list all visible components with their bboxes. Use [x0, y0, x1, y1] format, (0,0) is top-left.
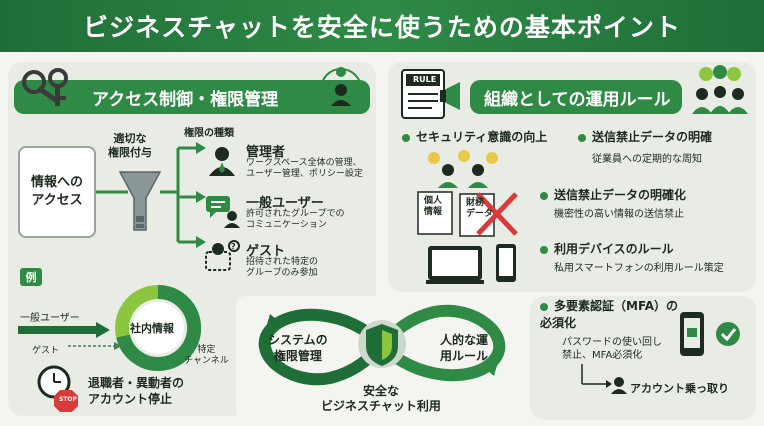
example-tag-label: 例	[25, 271, 37, 284]
cycle-bottom-label: 安全な ビジネスチャット利用	[321, 384, 441, 413]
keys-icon	[22, 68, 68, 106]
item2-title-text: 送信禁止データの明確	[592, 130, 713, 144]
operation-rules-header: 組織としての運用ルール	[470, 80, 682, 114]
role-guest-name: ゲスト	[246, 244, 286, 259]
funnel-key-graphic	[96, 142, 206, 248]
mfa-panel	[530, 296, 756, 420]
rule-badge: RULE	[413, 75, 437, 84]
item3-sub: 機密性の高い情報の送信禁止	[554, 209, 684, 220]
role-admin-name: 管理者	[246, 145, 286, 160]
role-user-name: 一般ユーザー	[246, 196, 324, 211]
hacker-icon	[611, 377, 627, 394]
forbidden-docs-icon	[417, 191, 518, 237]
general-user-arrow	[18, 322, 110, 338]
item2-title: 送信禁止データの明確	[578, 128, 712, 145]
item5-sub: パスワードの使い回し 禁止、MFA必須化	[562, 337, 662, 361]
mfa-phone-icon	[680, 312, 740, 356]
user-network-icon	[318, 67, 364, 110]
guest-label: ゲスト	[32, 346, 60, 356]
devices-icon	[426, 244, 516, 284]
item5-title-text: 多要素認証（MFA）の 必須化	[540, 299, 679, 330]
stop-sign-label: STOP	[59, 396, 77, 403]
role-user-desc: 許可されたグループでの コミュニケーション	[246, 209, 345, 231]
left-loop-label: システムの 権限管理	[268, 333, 328, 363]
item5-title: 多要素認証（MFA）の 必須化	[540, 298, 678, 332]
internal-info-ring	[115, 284, 202, 371]
item1-title: セキュリティ意識の向上	[402, 128, 547, 145]
admin-icon	[209, 147, 235, 176]
item5-warn: アカウント乗っ取り	[630, 382, 729, 395]
guest-dashed-arrow	[68, 342, 122, 350]
page-title: ビジネスチャットを安全に使うための基本ポイント	[0, 0, 764, 52]
item4-title: 利用デバイスのルール	[540, 240, 674, 257]
stop-clock-icon	[37, 365, 78, 412]
team-check-icon	[692, 65, 748, 114]
types-label: 権限の種類	[184, 128, 234, 139]
info-access-box: 情報への アクセス	[18, 146, 96, 238]
item3-title: 送信禁止データの明確化	[540, 186, 686, 203]
access-control-title: アクセス制御・権限管理	[92, 89, 279, 110]
rule-book-icon	[401, 69, 460, 119]
right-loop-label: 人的な運 用ルール	[440, 333, 489, 363]
awareness-people-icon	[428, 150, 498, 188]
doc2-label: 財務 データ	[466, 198, 494, 219]
warning-arrow	[581, 364, 612, 388]
operation-rules-title: 組織としての運用ルール	[484, 89, 671, 110]
retire-text: 退職者・異動者の アカウント停止	[88, 376, 185, 406]
doc1-label: 個人 情報	[424, 196, 443, 217]
guest-icon: ?	[205, 240, 240, 271]
item1-title-text: セキュリティ意識の向上	[416, 130, 548, 144]
item3-title-text: 送信禁止データの明確化	[554, 188, 687, 202]
access-control-header: アクセス制御・権限管理	[14, 80, 370, 114]
item2-sub: 従業員への定期的な周知	[592, 154, 702, 165]
internal-info-label: 社内情報	[130, 322, 174, 335]
infinity-loop-graphic	[258, 304, 506, 386]
chat-user-icon	[206, 196, 240, 228]
item4-sub: 私用スマートフォンの利用ルール策定	[554, 263, 724, 274]
general-user-label: 一般ユーザー	[20, 313, 80, 324]
specific-channel-label: 特定 チャンネル	[184, 345, 229, 366]
item4-title-text: 利用デバイスのルール	[554, 242, 674, 256]
info-access-label: 情報への アクセス	[30, 175, 83, 208]
grant-label: 適切な 権限付与	[108, 132, 152, 160]
role-guest-desc: 招待された特定の グループのみ参加	[246, 257, 319, 279]
svg-text:?: ?	[231, 242, 236, 251]
example-tag: 例	[20, 268, 42, 286]
role-admin-desc: ワークスペース全体の管理、 ユーザー管理、ポリシー設定	[246, 158, 363, 180]
